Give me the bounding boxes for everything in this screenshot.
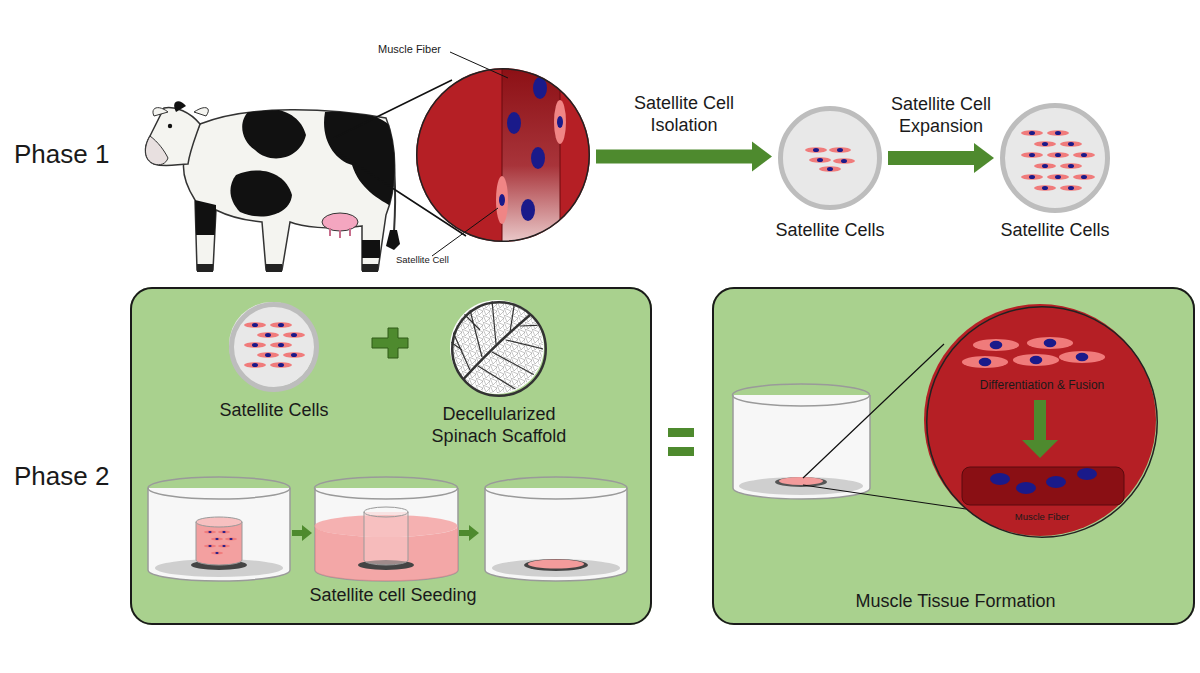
scaffold-caption: Decellularized Spinach Scaffold <box>414 404 584 448</box>
culture-dish: Satellite Cells <box>1000 103 1110 213</box>
cell-cluster <box>204 130 1105 554</box>
arrow-label: Satellite Cell Expansion <box>885 94 997 138</box>
phase-label: Phase 2 <box>14 461 109 493</box>
step-arrow <box>459 525 479 541</box>
seeding-panel: Satellite cell SeedingSatellite CellsDec… <box>130 287 652 625</box>
plus-sign <box>372 328 408 358</box>
magnified-muscle: Muscle FiberSatellite Cell <box>416 68 590 242</box>
leader-line <box>432 52 508 256</box>
step-arrow <box>292 525 312 541</box>
panel-caption: Muscle Tissue Formation <box>714 591 1197 613</box>
tissue-panel: Muscle Tissue Formation Differentiation &… <box>712 287 1195 625</box>
circle-outline <box>926 306 1158 538</box>
callout-label: Muscle Fiber <box>1002 511 1082 523</box>
cow-illustration <box>145 101 400 272</box>
callout-label: Muscle Fiber <box>378 43 456 56</box>
panel-caption: Satellite cell Seeding <box>132 585 654 607</box>
equals-sign <box>668 447 694 456</box>
culture-well <box>733 384 871 499</box>
panel-fill <box>130 287 652 625</box>
equals-sign <box>668 428 694 437</box>
arrow-label: Satellite Cell Isolation <box>628 93 740 137</box>
process-arrow <box>1034 400 1046 440</box>
panel-fill <box>712 287 1195 625</box>
culture-well <box>315 477 459 581</box>
process-arrow <box>596 142 772 172</box>
process-arrow <box>1022 440 1058 458</box>
circle-outline <box>229 302 319 392</box>
dish-fill <box>1002 105 1108 211</box>
circle-outline <box>416 68 590 242</box>
culture-dish: Satellite Cells <box>229 302 319 392</box>
circle-outline <box>1000 103 1110 213</box>
dish-fill <box>780 108 880 208</box>
culture-well <box>148 477 290 581</box>
circle-outline <box>451 301 547 397</box>
scaffold-circle: Decellularized Spinach Scaffold <box>451 301 547 397</box>
culture-well <box>485 477 627 581</box>
phase-label: Phase 1 <box>14 139 109 171</box>
callout-label: Satellite Cell <box>396 254 476 266</box>
process-label: Differentiation & Fusion <box>967 378 1117 393</box>
dish-caption: Satellite Cells <box>975 220 1135 242</box>
process-arrow <box>888 143 994 173</box>
circle-outline <box>778 106 882 210</box>
culture-dish: Satellite Cells <box>778 106 882 210</box>
dish-caption: Satellite Cells <box>194 400 354 422</box>
muscle-fiber <box>962 467 1124 505</box>
spinach-scaffold <box>448 298 548 398</box>
tissue-zoom: Differentiation & FusionMuscle Fiber <box>926 306 1158 538</box>
dish-caption: Satellite Cells <box>750 220 910 242</box>
